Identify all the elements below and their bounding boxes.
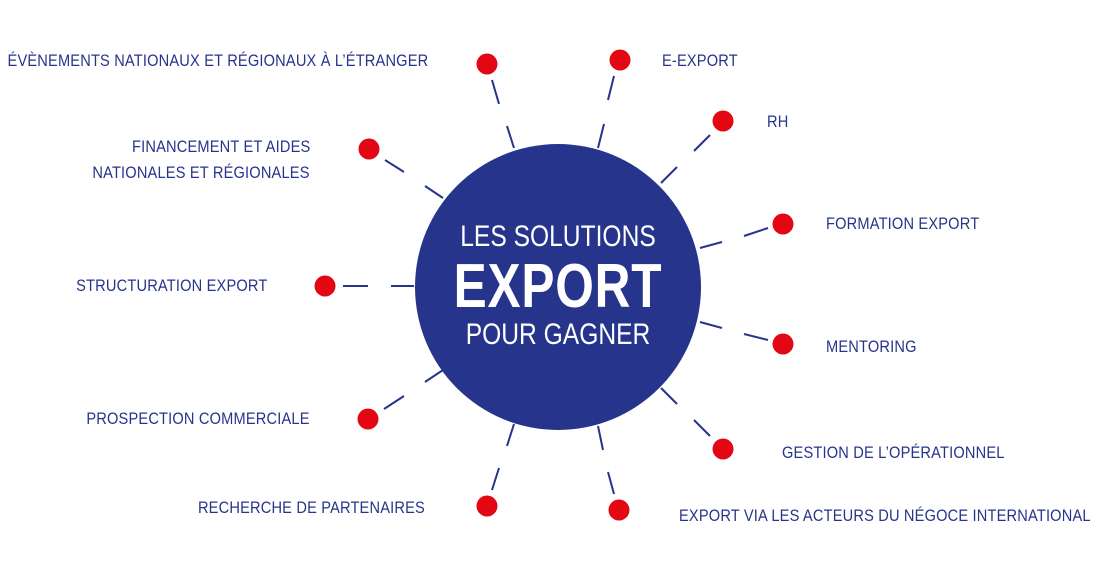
spoke-dot-gestion [712,438,734,460]
center-title: LES SOLUTIONS EXPORT POUR GAGNER [415,202,701,372]
spoke-dot-formation [772,213,794,235]
spoke-dot-e-export [609,49,631,71]
spoke-line-negoce [607,471,615,495]
spoke-line-evenements [491,79,500,105]
label-mentoring: MENTORING [826,337,917,356]
spoke-line-e-export [607,75,615,101]
label-recherche: RECHERCHE DE PARTENAIRES [198,498,425,517]
label-financement-line-1: FINANCEMENT ET AIDES [131,137,310,156]
spoke-line-financement [424,185,444,199]
spoke-dot-recherche [476,495,498,517]
spoke-line-prospection [424,369,444,383]
spoke-dot-prospection [357,408,379,430]
center-line-3: POUR GAGNER [465,318,651,351]
spoke-line-recherche [506,423,515,447]
center-circle [415,144,701,430]
label-prospection: PROSPECTION COMMERCIALE [86,409,310,428]
spoke-dot-financement [358,138,380,160]
label-e-export: E-EXPORT [662,51,738,70]
label-negoce: EXPORT VIA LES ACTEURS DU NÉGOCE INTERNA… [679,506,1091,525]
label-gestion: GESTION DE L’OPÉRATIONNEL [782,443,1005,462]
spoke-line-gestion [660,387,678,405]
center-line-1: LES SOLUTIONS [460,220,656,253]
label-evenements: ÉVÈNEMENTS NATIONAUX ET RÉGIONAUX À L’ÉT… [7,51,428,70]
spoke-line-rh [660,166,678,184]
spoke-dot-mentoring [772,333,794,355]
spoke-line-formation [699,241,723,249]
label-rh: RH [767,112,789,131]
spoke-line-rh [693,134,711,152]
spoke-dot-rh [712,110,734,132]
spoke-dot-structuration [314,275,336,297]
spoke-line-evenements [506,125,515,149]
spoke-line-e-export [597,123,605,149]
center-line-2: EXPORT [453,252,663,321]
spoke-dot-evenements [476,53,498,75]
spoke-line-financement [384,159,405,173]
spoke-line-formation [743,227,769,237]
spoke-line-mentoring [743,333,769,341]
label-financement-line-2: NATIONALES ET RÉGIONALES [92,163,310,182]
spoke-line-negoce [597,425,604,451]
spoke-line-recherche [491,467,500,491]
label-formation: FORMATION EXPORT [826,214,980,233]
label-structuration: STRUCTURATION EXPORT [75,276,267,295]
spoke-line-mentoring [699,321,723,329]
spoke-line-gestion [693,419,711,437]
spoke-line-prospection [383,395,405,410]
spoke-dot-negoce [608,499,630,521]
